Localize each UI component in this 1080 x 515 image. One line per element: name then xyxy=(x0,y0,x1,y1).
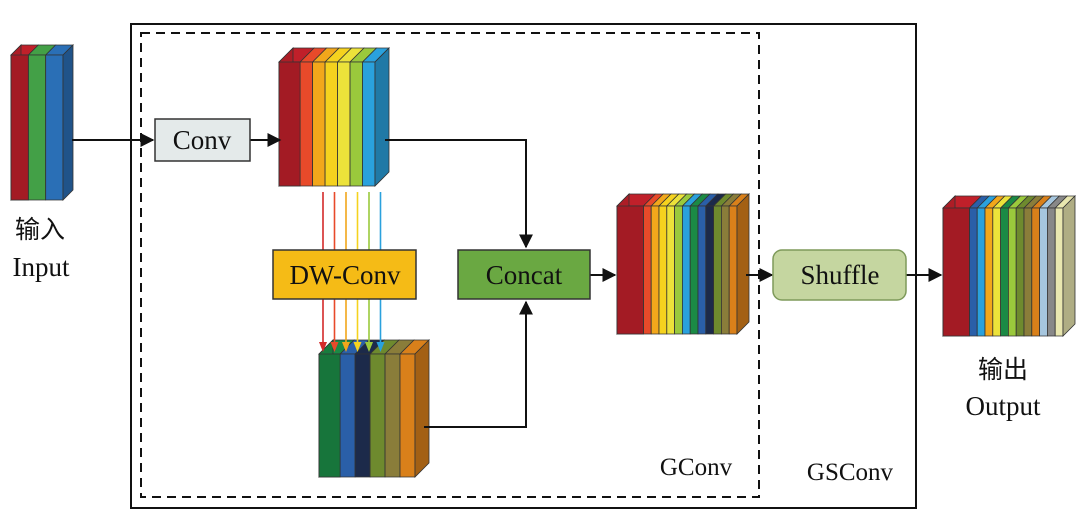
tensor-slice-front xyxy=(697,205,707,335)
conv-block[interactable]: Conv xyxy=(154,118,251,162)
tensor-slice-front xyxy=(969,207,978,337)
tensor-slice-front xyxy=(713,205,722,335)
tensor-first-face xyxy=(10,54,29,201)
conv-label: Conv xyxy=(173,125,232,155)
tensor-slice-front xyxy=(45,54,64,201)
tensor-slice-front xyxy=(976,207,986,337)
tensor-slice-front xyxy=(1008,207,1017,337)
tensor-slice-front xyxy=(1023,207,1033,337)
tensor-slice-front xyxy=(362,61,376,187)
tensor-slice-front xyxy=(1031,207,1040,337)
tensor-slice-side xyxy=(62,44,74,201)
output-label-cn: 输出 xyxy=(978,355,1028,384)
tensor-slice-front xyxy=(1039,207,1048,337)
tensor-slice-front xyxy=(337,61,351,187)
arrow-dw-tensor-to-concat xyxy=(424,300,533,428)
tensor-slice-front xyxy=(658,205,668,335)
output-label-en: Output xyxy=(965,391,1041,421)
tensor-slice-front xyxy=(650,205,660,335)
tensor-slice-front xyxy=(643,205,652,335)
tensor-first-face xyxy=(278,61,301,187)
input-tensor xyxy=(10,44,74,201)
tensor-first-face xyxy=(318,353,341,478)
conv-output-tensor xyxy=(278,47,390,187)
tensor-slice-front xyxy=(354,353,371,478)
gconv-frame xyxy=(140,32,760,498)
tensor-slice-front xyxy=(1000,207,1009,337)
tensor-slice-side xyxy=(1062,195,1076,337)
dw-channel-arrowhead xyxy=(353,342,362,352)
shuffle-block[interactable]: Shuffle xyxy=(772,249,907,301)
dw-channel-arrowhead xyxy=(376,342,385,352)
tensor-slice-front xyxy=(728,205,738,335)
shuffle-label: Shuffle xyxy=(801,260,880,290)
tensor-slice-front xyxy=(1054,207,1064,337)
dwconv-output-tensor xyxy=(318,339,430,478)
tensor-slice-front xyxy=(984,207,994,337)
tensor-slice-front xyxy=(369,353,386,478)
input-label-cn: 输入 xyxy=(15,215,65,244)
tensor-slice-front xyxy=(27,54,47,201)
tensor-slice-front xyxy=(312,61,326,187)
arrow-conv-tensor-to-concat xyxy=(385,139,533,249)
gconv-label: GConv xyxy=(660,454,733,481)
tensor-slice-side xyxy=(736,193,750,335)
dw-channel-arrowhead xyxy=(365,342,373,352)
tensor-slice-front xyxy=(682,205,691,335)
tensor-slice-front xyxy=(666,205,675,335)
tensor-slice-front xyxy=(384,353,401,478)
dw-channel-arrowhead xyxy=(342,342,350,352)
tensor-slice-front xyxy=(992,207,1001,337)
tensor-slice-front xyxy=(324,61,338,187)
output-tensor xyxy=(942,195,1076,337)
tensor-slice-side xyxy=(374,47,390,187)
dw-channel-arrowhead xyxy=(319,342,327,352)
dwconv-label: DW-Conv xyxy=(290,260,401,290)
tensor-first-face xyxy=(942,207,970,337)
tensor-slice-front xyxy=(299,61,314,187)
dw-channel-arrows xyxy=(319,192,385,352)
concat-label: Concat xyxy=(486,260,563,290)
tensor-slice-front xyxy=(399,353,416,478)
tensor-slice-front xyxy=(349,61,363,187)
tensor-slice-front xyxy=(689,205,699,335)
tensor-slice-front xyxy=(721,205,730,335)
tensor-slice-front xyxy=(1047,207,1056,337)
tensor-first-face xyxy=(616,205,644,335)
tensor-slice-front xyxy=(1015,207,1025,337)
dwconv-block[interactable]: DW-Conv xyxy=(272,249,417,300)
concat-block[interactable]: Concat xyxy=(457,249,591,300)
tensor-slice-front xyxy=(705,205,714,335)
tensor-slice-side xyxy=(414,339,430,478)
gsconv-frame xyxy=(130,23,917,509)
dw-channel-arrowhead xyxy=(330,342,339,352)
tensor-slice-front xyxy=(674,205,683,335)
gsconv-label: GSConv xyxy=(807,459,894,486)
connectors xyxy=(72,133,943,428)
input-label-en: Input xyxy=(13,252,70,282)
tensor-slice-front xyxy=(339,353,356,478)
concat-output-tensor xyxy=(616,193,750,335)
